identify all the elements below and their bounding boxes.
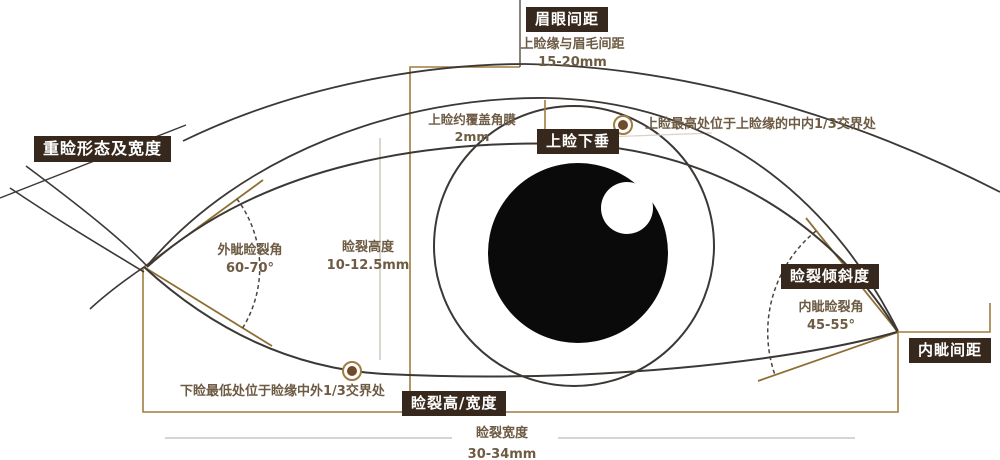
annotation-cornea-coverage-text: 上睑约覆盖角膜 — [428, 112, 516, 127]
annotation-fissure-width-text: 睑裂宽度 — [475, 426, 528, 441]
lateral-angle-arc — [236, 198, 261, 330]
label-box-ptosis: 上睑下垂 — [537, 129, 620, 154]
iris-circle — [433, 105, 715, 387]
label-box-double-eyelid-shape-width: 重睑形态及宽度 — [34, 136, 172, 162]
intercanthal-bracket — [898, 303, 991, 333]
annotation-fissure-width-value: 30-34mm — [467, 446, 537, 460]
label-box-intercanthal-distance: 内眦间距 — [909, 338, 992, 363]
annotation-cornea-coverage: 上睑约覆盖角膜 2mm — [402, 112, 542, 146]
annotation-lateral-canthal-angle: 外眦睑裂角 60-70° — [190, 242, 310, 277]
double-eyelid-crease-curve — [146, 97, 899, 332]
label-box-brow-eye-distance: 眉眼间距 — [526, 7, 609, 32]
annotation-medial-canthal-angle: 内眦睑裂角 45-55° — [771, 299, 891, 334]
lower-lid-margin-curve — [143, 266, 898, 378]
annotation-brow-lash-gap-value: 15-20mm — [538, 54, 607, 70]
medial-angle-arc — [767, 230, 817, 376]
label-box-fissure-inclination: 睑裂倾斜度 — [781, 264, 880, 289]
annotation-lower-lid-lowest: 下睑最低处位于睑缘中外1/3交界处 — [180, 384, 385, 399]
annotation-fissure-width: 睑裂宽度 30-34mm — [442, 424, 562, 460]
annotation-fissure-height-text: 睑裂高度 — [341, 240, 394, 255]
annotation-upper-lid-peak: 上睑最高处位于上睑缘的中内1/3交界处 — [645, 117, 876, 132]
annotation-cornea-coverage-value: 2mm — [454, 128, 490, 144]
crease-tail-curve-2 — [9, 187, 145, 273]
annotation-fissure-height-value: 10-12.5mm — [326, 257, 410, 273]
peak-leader-line — [603, 132, 713, 138]
lateral-lower-tangent-line — [143, 266, 273, 347]
lower-lid-low-marker-icon — [342, 361, 362, 381]
medial-lower-tangent-line — [757, 331, 899, 382]
annotation-lateral-canthal-angle-value: 60-70° — [225, 260, 275, 276]
fissure-width-bracket — [142, 268, 899, 413]
upper-lid-peak-marker-icon — [613, 115, 633, 135]
annotation-brow-lash-gap: 上睑缘与眉毛间距 15-20mm — [500, 36, 645, 71]
label-box-fissure-height-width: 睑裂高/宽度 — [402, 391, 507, 416]
brow-curve — [182, 63, 1000, 193]
pupil-highlight-circle — [601, 182, 653, 234]
annotation-brow-lash-gap-text: 上睑缘与眉毛间距 — [520, 37, 625, 52]
outer-canthus-tail-curve — [89, 266, 145, 310]
annotation-medial-canthal-angle-value: 45-55° — [806, 317, 856, 333]
annotation-fissure-height: 睑裂高度 10-12.5mm — [308, 239, 428, 274]
annotation-medial-canthal-angle-text: 内眦睑裂角 — [798, 300, 864, 315]
annotation-lateral-canthal-angle-text: 外眦睑裂角 — [217, 243, 283, 258]
brow-gap-bracket — [409, 66, 520, 391]
